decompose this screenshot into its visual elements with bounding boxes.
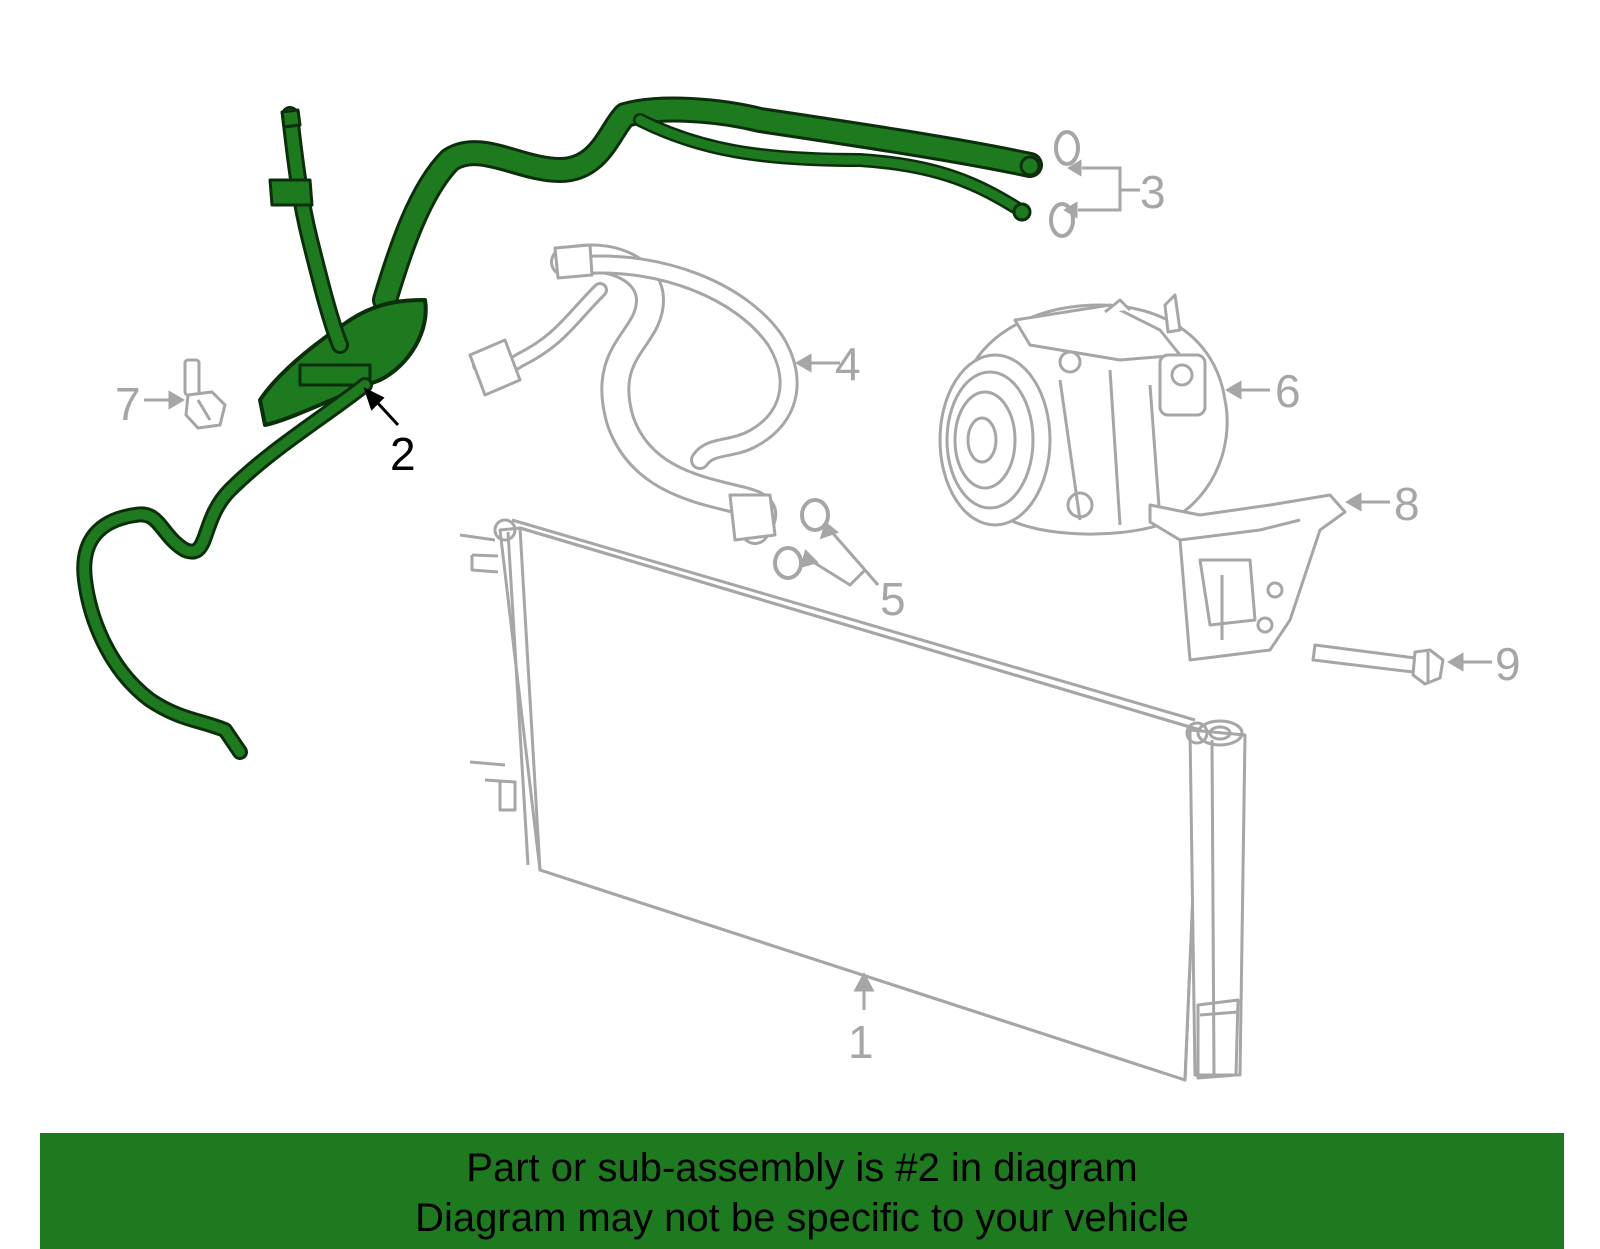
hose-4-part[interactable] — [468, 243, 799, 545]
callout-3: 3 — [1140, 166, 1166, 218]
callout-4: 4 — [835, 338, 861, 390]
info-banner: Part or sub-assembly is #2 in diagram Di… — [40, 1133, 1564, 1249]
callout-8: 8 — [1394, 478, 1420, 530]
banner-line-1: Part or sub-assembly is #2 in diagram — [466, 1146, 1138, 1190]
compressor-part[interactable] — [938, 293, 1229, 536]
condenser-arrow — [853, 971, 875, 1010]
compressor-arrow — [1225, 380, 1270, 400]
bolt-7-arrow — [144, 390, 185, 410]
callout-7: 7 — [115, 378, 141, 430]
o-ring-pair-5-part[interactable] — [773, 498, 830, 580]
bracket-8-arrow — [1345, 492, 1390, 512]
callout-6: 6 — [1275, 365, 1301, 417]
ac-hose-arrow — [363, 387, 400, 427]
bracket-8-part[interactable] — [1148, 493, 1347, 662]
o-ring-pair-3-part[interactable] — [1049, 130, 1080, 238]
callout-9: 9 — [1495, 638, 1521, 690]
ac-hose-assembly-part[interactable] — [76, 96, 1043, 760]
banner-line-2: Diagram may not be specific to your vehi… — [415, 1196, 1189, 1240]
condenser-part[interactable] — [459, 518, 1247, 1082]
bolt-9-part[interactable] — [1311, 643, 1445, 686]
callout-2: 2 — [390, 428, 416, 480]
hose-4-arrow — [795, 353, 840, 373]
bolt-9-arrow — [1447, 652, 1492, 672]
parts-diagram: 1 2 3 — [76, 96, 1521, 1082]
o-ring-3-arrows — [1063, 159, 1140, 219]
callout-1: 1 — [848, 1016, 874, 1068]
bolt-7-part[interactable] — [183, 358, 227, 430]
o-ring-5-arrows — [799, 521, 880, 587]
callout-5: 5 — [880, 573, 906, 625]
